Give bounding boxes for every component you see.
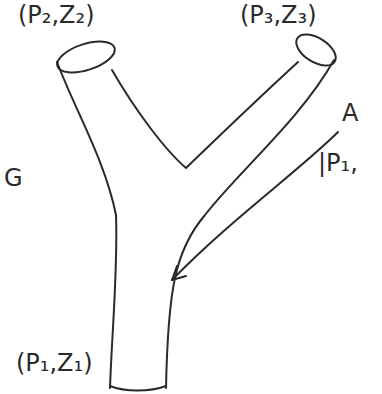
- pipe-wall: [112, 62, 298, 168]
- margin-letter: G: [4, 165, 23, 191]
- pipe-opening: [53, 35, 118, 78]
- pipe-wall: [57, 62, 116, 388]
- pipe-opening: [110, 386, 166, 391]
- area-label: A: [342, 100, 358, 126]
- pipe-opening: [291, 28, 341, 72]
- note-text: |P₁,: [318, 150, 358, 176]
- outlet-label: (P₃,Z₃): [240, 2, 317, 28]
- inlet-label: (P₂,Z₂): [18, 2, 95, 28]
- pipe-wall: [166, 60, 334, 388]
- leader-arrow: [172, 132, 338, 280]
- arrow-head: [172, 266, 186, 280]
- outlet-label: (P₁,Z₁): [16, 350, 93, 376]
